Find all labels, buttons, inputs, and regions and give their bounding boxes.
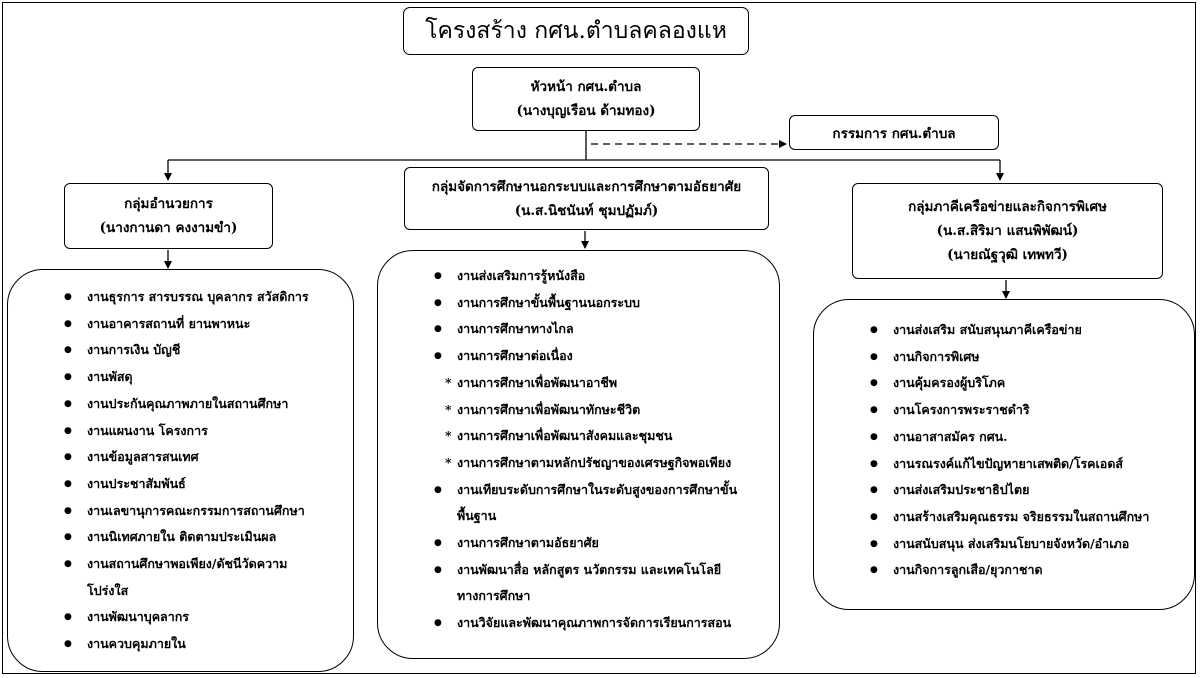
task-item-continuation: ทางการศึกษา bbox=[457, 588, 531, 604]
task-item: งานอาสาสมัคร กศน. bbox=[870, 424, 1149, 451]
sub-task-item: งานการศึกษาเพื่อพัฒนาทักษะชีวิต bbox=[434, 397, 737, 424]
task-item: งานประชาสัมพันธ์ bbox=[64, 471, 309, 498]
task-item: งานสถานศึกษาพอเพียง/ดัชนีวัดความ bbox=[64, 551, 309, 578]
diagram-title: โครงสร้าง กศน.ตำบลคลองแห bbox=[403, 7, 749, 55]
group-box-education: กลุ่มจัดการศึกษานอกระบบและการศึกษาตามอัธ… bbox=[404, 167, 769, 230]
task-list-education: งานส่งเสริมการรู้หนังสืองานการศึกษาขั้นพ… bbox=[434, 263, 737, 637]
group-box-network: กลุ่มภาคีเครือข่ายและกิจการพิเศษ (น.ส.สิ… bbox=[852, 183, 1163, 279]
group-title: กลุ่มภาคีเครือข่ายและกิจการพิเศษ bbox=[908, 199, 1107, 215]
task-item: งานการศึกษาขั้นพื้นฐานนอกระบบ bbox=[434, 290, 737, 317]
diagram-title-text: โครงสร้าง กศน.ตำบลคลองแห bbox=[425, 18, 727, 44]
task-item: งานสร้างเสริมคุณธรรม จริยธรรมในสถานศึกษา bbox=[870, 504, 1149, 531]
task-item: งานโครงการพระราชดำริ bbox=[870, 397, 1149, 424]
task-item: งานการศึกษาทางไกล bbox=[434, 316, 737, 343]
task-item: งานแผนงาน โครงการ bbox=[64, 418, 309, 445]
task-item: งานอาคารสถานที่ ยานพาหนะ bbox=[64, 311, 309, 338]
task-item-continuation: โปร่งใส bbox=[87, 582, 129, 598]
task-item: งานการศึกษาต่อเนื่อง bbox=[434, 343, 737, 370]
task-item: งานเทียบระดับการศึกษาในระดับสูงของการศึก… bbox=[434, 477, 737, 504]
committee-box: กรรมการ กศน.ตำบล bbox=[789, 115, 999, 150]
sub-task-item: งานการศึกษาตามหลักปรัชญาของเศรษฐกิจพอเพี… bbox=[434, 450, 737, 477]
group-box-admin: กลุ่มอำนวยการ (นางกานดา คงงามขำ) bbox=[64, 183, 273, 249]
group-person: (นางกานดา คงงามขำ) bbox=[99, 220, 238, 236]
task-item: งานพัฒนาบุคลากร bbox=[64, 604, 309, 631]
task-item: งานการศึกษาตามอัธยาศัย bbox=[434, 530, 737, 557]
task-item: งานกิจการลูกเสือ/ยุวกาชาด bbox=[870, 557, 1149, 584]
head-name: (นางบุญเรือน ด้ามทอง) bbox=[516, 103, 656, 119]
task-item: งานธุรการ สารบรรณ บุคลากร สวัสดิการ bbox=[64, 284, 309, 311]
task-list-admin: งานธุรการ สารบรรณ บุคลากร สวัสดิการงานอา… bbox=[64, 284, 309, 658]
task-item: งานกิจการพิเศษ bbox=[870, 344, 1149, 371]
task-item: งานรณรงค์แก้ไขปัญหายาเสพติด/โรคเอดส์ bbox=[870, 451, 1149, 478]
task-item: งานพัสดุ bbox=[64, 364, 309, 391]
task-item: งานนิเทศภายใน ติดตามประเมินผล bbox=[64, 524, 309, 551]
task-item: งานพัฒนาสื่อ หลักสูตร นวัตกรรม และเทคโนโ… bbox=[434, 557, 737, 584]
task-item: งานประกันคุณภาพภายในสถานศึกษา bbox=[64, 391, 309, 418]
head-role: หัวหน้า กศน.ตำบล bbox=[530, 79, 642, 95]
task-item: งานส่งเสริมประชาธิปไตย bbox=[870, 477, 1149, 504]
task-item: งานข้อมูลสารสนเทศ bbox=[64, 444, 309, 471]
group-person: (นายณัฐวุฒิ เทพทวี) bbox=[947, 247, 1068, 263]
group-person: (น.ส.สิริมา แสนพิพัฒน์) bbox=[936, 223, 1079, 239]
group-title: กลุ่มอำนวยการ bbox=[124, 196, 213, 212]
group-person: (น.ส.นิชนันท์ ชุมปฏัมภ์) bbox=[514, 202, 659, 219]
task-item: งานควบคุมภายใน bbox=[64, 631, 309, 658]
committee-label: กรรมการ กศน.ตำบล bbox=[832, 125, 956, 142]
task-item-continuation: พื้นฐาน bbox=[457, 508, 497, 524]
task-item: งานส่งเสริม สนับสนุนภาคีเครือข่าย bbox=[870, 317, 1149, 344]
task-item: งานส่งเสริมการรู้หนังสือ bbox=[434, 263, 737, 290]
task-item: งานวิจัยและพัฒนาคุณภาพการจัดการเรียนการส… bbox=[434, 610, 737, 637]
task-item: งานเลขานุการคณะกรรมการสถานศึกษา bbox=[64, 498, 309, 525]
task-item: งานการเงิน บัญชี bbox=[64, 337, 309, 364]
task-item: งานคุ้มครองผู้บริโภค bbox=[870, 370, 1149, 397]
head-box: หัวหน้า กศน.ตำบล (นางบุญเรือน ด้ามทอง) bbox=[472, 67, 700, 131]
task-list-network: งานส่งเสริม สนับสนุนภาคีเครือข่ายงานกิจก… bbox=[870, 317, 1149, 584]
sub-task-item: งานการศึกษาเพื่อพัฒนาอาชีพ bbox=[434, 370, 737, 397]
task-item: งานสนับสนุน ส่งเสริมนโยบายจังหวัด/อำเภอ bbox=[870, 531, 1149, 558]
group-title: กลุ่มจัดการศึกษานอกระบบและการศึกษาตามอัธ… bbox=[431, 178, 742, 195]
sub-task-item: งานการศึกษาเพื่อพัฒนาสังคมและชุมชน bbox=[434, 423, 737, 450]
